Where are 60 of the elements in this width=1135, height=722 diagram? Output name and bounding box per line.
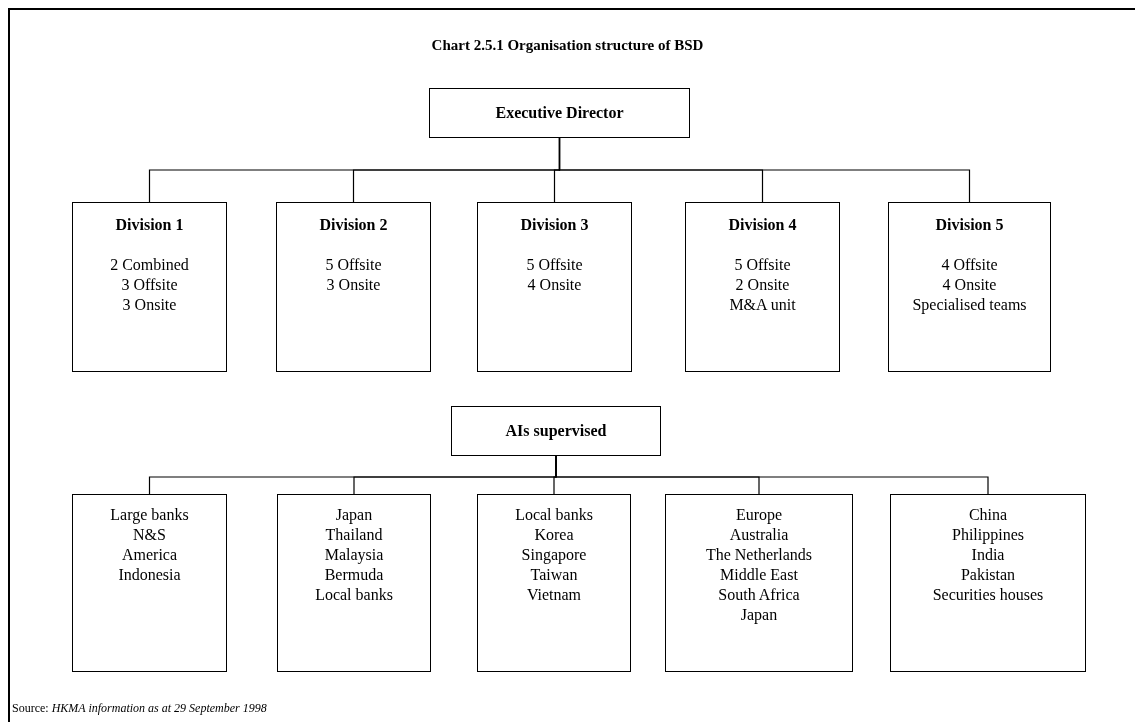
box-line: Korea: [534, 525, 574, 545]
box-line: India: [971, 545, 1005, 565]
box-line: Local banks: [315, 585, 393, 605]
box-line: South Africa: [718, 585, 800, 605]
org-box: [888, 202, 1051, 372]
org-box: [72, 494, 227, 672]
box-heading: Division 3: [520, 215, 589, 235]
box-line: 2 Combined: [110, 255, 189, 275]
box-heading: Division 2: [319, 215, 388, 235]
box-line: Specialised teams: [912, 295, 1027, 315]
box-heading: Division 1: [115, 215, 184, 235]
box-line: 4 Onsite: [942, 275, 997, 295]
box-line: Thailand: [325, 525, 383, 545]
box-line: 4 Onsite: [527, 275, 582, 295]
box-line: Japan: [335, 505, 373, 525]
box-heading: Executive Director: [495, 103, 624, 123]
box-line: Australia: [729, 525, 789, 545]
title-box: [451, 406, 661, 456]
org-box: [277, 494, 431, 672]
box-line: Singapore: [521, 545, 587, 565]
box-line: 3 Onsite: [122, 295, 177, 315]
box-line: 5 Offsite: [526, 255, 583, 275]
box-line: Vietnam: [526, 585, 582, 605]
box-line: Large banks: [110, 505, 189, 525]
box-line: Pakistan: [960, 565, 1016, 585]
box-line: The Netherlands: [705, 545, 813, 565]
box-line: 5 Offsite: [734, 255, 791, 275]
chart-title: Chart 2.5.1 Organisation structure of BSD: [430, 36, 705, 55]
box-heading: Division 5: [935, 215, 1004, 235]
connector-line: [558, 137, 971, 203]
source-note: Source: HKMA information as at 29 September 1998: [12, 700, 267, 717]
box-line: Local banks: [515, 505, 593, 525]
box-line: M&A unit: [729, 295, 796, 315]
org-box: [477, 202, 632, 372]
box-line: America: [121, 545, 178, 565]
org-box: [685, 202, 840, 372]
box-line: N&S: [133, 525, 166, 545]
box-line: Malaysia: [324, 545, 384, 565]
org-box: [72, 202, 227, 372]
box-line: Taiwan: [530, 565, 578, 585]
box-line: Europe: [735, 505, 783, 525]
box-line: Middle East: [720, 565, 798, 585]
org-box: [276, 202, 431, 372]
box-line: Bermuda: [324, 565, 384, 585]
box-line: 3 Onsite: [326, 275, 381, 295]
org-box: [477, 494, 631, 672]
box-line: Securities houses: [932, 585, 1044, 605]
org-box: [665, 494, 853, 672]
box-line: 2 Onsite: [735, 275, 790, 295]
title-box: [429, 88, 690, 138]
box-line: 4 Offsite: [941, 255, 998, 275]
org-box: [890, 494, 1086, 672]
box-heading: AIs supervised: [505, 421, 607, 441]
box-line: China: [968, 505, 1008, 525]
box-heading: Division 4: [728, 215, 797, 235]
box-line: Japan: [740, 605, 778, 625]
box-line: 3 Offsite: [121, 275, 178, 295]
box-line: Philippines: [952, 525, 1024, 545]
box-line: Indonesia: [118, 565, 181, 585]
box-line: 5 Offsite: [325, 255, 382, 275]
